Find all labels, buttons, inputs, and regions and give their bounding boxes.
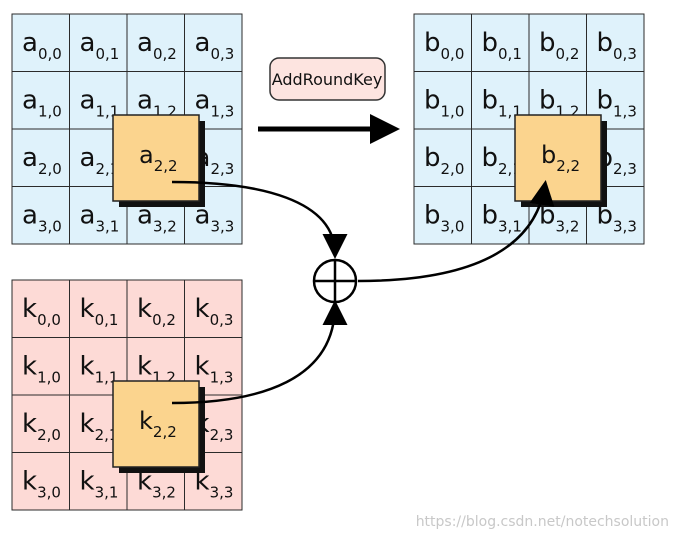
cell-label-a-0-2: a0,2 bbox=[137, 28, 177, 63]
cell-label-k-0-3: k0,3 bbox=[195, 294, 234, 329]
matrix-cell bbox=[11, 279, 70, 338]
matrix-cell bbox=[528, 13, 587, 72]
cell-label-b-0-0: b0,0 bbox=[424, 28, 464, 63]
matrix-cell bbox=[11, 394, 70, 453]
transform-arrow-head-icon bbox=[370, 114, 400, 144]
xor-circle-icon bbox=[312, 258, 358, 304]
cell-label-a-0-0: a0,0 bbox=[22, 28, 62, 63]
cell-label-k-0-2: k0,2 bbox=[137, 294, 176, 329]
cell-label-b-0-2: b0,2 bbox=[539, 28, 579, 63]
cell-label-b-2-0: b2,0 bbox=[424, 143, 464, 178]
cell-label-k-3-3: k3,3 bbox=[195, 467, 234, 502]
cell-label-a-2-0: a2,0 bbox=[22, 143, 62, 178]
matrix-cell bbox=[11, 13, 70, 72]
cell-label-b-3-0: b3,0 bbox=[424, 201, 464, 236]
watermark: https://blog.csdn.net/notechsolution bbox=[415, 514, 669, 530]
cell-label-k-0-1: k0,1 bbox=[80, 294, 119, 329]
highlighted-cell-label-b: b2,2 bbox=[541, 141, 580, 175]
cell-label-k-3-2: k3,2 bbox=[137, 467, 176, 502]
cell-label-a-0-1: a0,1 bbox=[80, 28, 120, 63]
matrix-cell bbox=[413, 186, 472, 245]
cell-label-b-3-2: b3,2 bbox=[539, 201, 579, 236]
cell-label-k-1-3: k1,3 bbox=[195, 352, 234, 387]
matrix-cell bbox=[184, 13, 243, 72]
cell-label-a-3-0: a3,0 bbox=[22, 201, 62, 236]
cell-label-a-3-2: a3,2 bbox=[137, 201, 177, 236]
matrix-cell bbox=[126, 13, 185, 72]
operation-label-box bbox=[269, 57, 386, 101]
matrix-cell bbox=[184, 279, 243, 338]
operation-label: AddRoundKey bbox=[272, 70, 383, 89]
cell-label-a-3-3: a3,3 bbox=[195, 201, 235, 236]
cell-label-a-1-0: a1,0 bbox=[22, 86, 62, 121]
highlighted-cell bbox=[514, 114, 602, 202]
cell-label-b-0-1: b0,1 bbox=[482, 28, 522, 63]
cell-label-k-3-0: k3,0 bbox=[22, 467, 61, 502]
cell-label-k-3-1: k3,1 bbox=[80, 467, 119, 502]
highlighted-cell bbox=[112, 380, 200, 468]
matrix-cell bbox=[126, 279, 185, 338]
cell-label-a-3-1: a3,1 bbox=[80, 201, 120, 236]
matrix-cell bbox=[413, 128, 472, 187]
cell-label-b-3-1: b3,1 bbox=[482, 201, 522, 236]
matrix-cell bbox=[11, 337, 70, 396]
curve-xor-to-b bbox=[357, 180, 555, 283]
cell-label-b-1-0: b1,0 bbox=[424, 86, 464, 121]
highlighted-cell-label-a: a2,2 bbox=[139, 141, 178, 175]
matrix-cell bbox=[11, 71, 70, 130]
cell-label-a-1-3: a1,3 bbox=[195, 86, 235, 121]
cell-label-b-1-3: b1,3 bbox=[597, 86, 637, 121]
cell-label-b-0-3: b0,3 bbox=[597, 28, 637, 63]
cell-label-b-3-3: b3,3 bbox=[597, 201, 637, 236]
curve-a-to-xor bbox=[171, 180, 348, 259]
cell-label-a-0-3: a0,3 bbox=[195, 28, 235, 63]
matrix-cell bbox=[69, 279, 128, 338]
highlighted-cell-label-k: k2,2 bbox=[139, 407, 177, 441]
matrix-cell bbox=[11, 452, 70, 511]
matrix-cell bbox=[586, 13, 645, 72]
cell-label-k-2-0: k2,0 bbox=[22, 409, 61, 444]
cell-label-k-0-0: k0,0 bbox=[22, 294, 61, 329]
cell-label-k-1-0: k1,0 bbox=[22, 352, 61, 387]
highlighted-cell bbox=[112, 114, 200, 202]
curve-k-to-xor bbox=[171, 300, 348, 405]
